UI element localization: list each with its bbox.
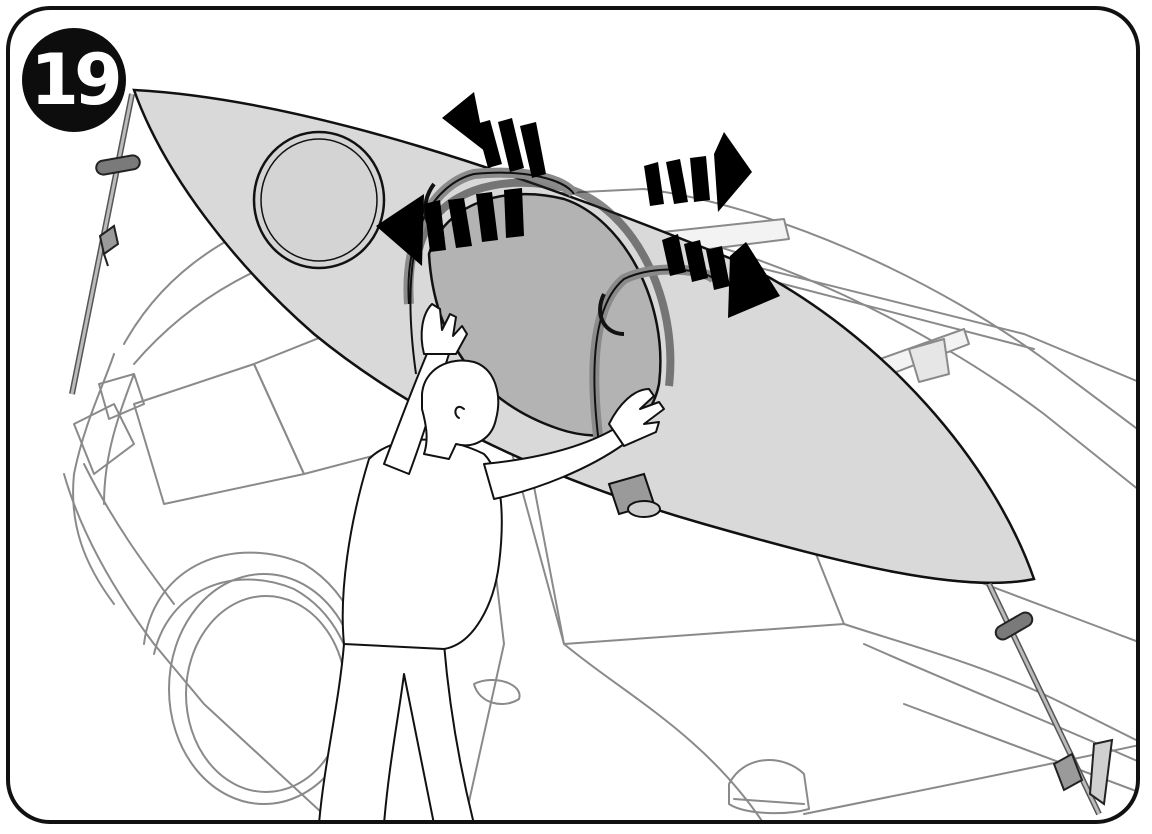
rear-tie-down-strap [69, 93, 141, 395]
step-number-badge: 19 [22, 28, 126, 132]
outward-arrow-upper [442, 92, 546, 178]
step-number: 19 [30, 39, 122, 121]
arrow-head [442, 92, 486, 152]
front-tie-down-strap [986, 582, 1114, 816]
illustration-frame: 19 [6, 6, 1140, 824]
arrow-head [728, 242, 780, 318]
arrow-head [714, 132, 752, 212]
outward-arrow-lower [376, 188, 524, 266]
inward-arrow-upper [644, 132, 752, 212]
arrow-head [376, 194, 424, 266]
inward-arrow-lower [662, 234, 780, 318]
kayak [132, 88, 1036, 585]
kayak-hatch [252, 130, 386, 270]
kayak-loading-illustration [63, 88, 1136, 820]
person [318, 303, 665, 820]
